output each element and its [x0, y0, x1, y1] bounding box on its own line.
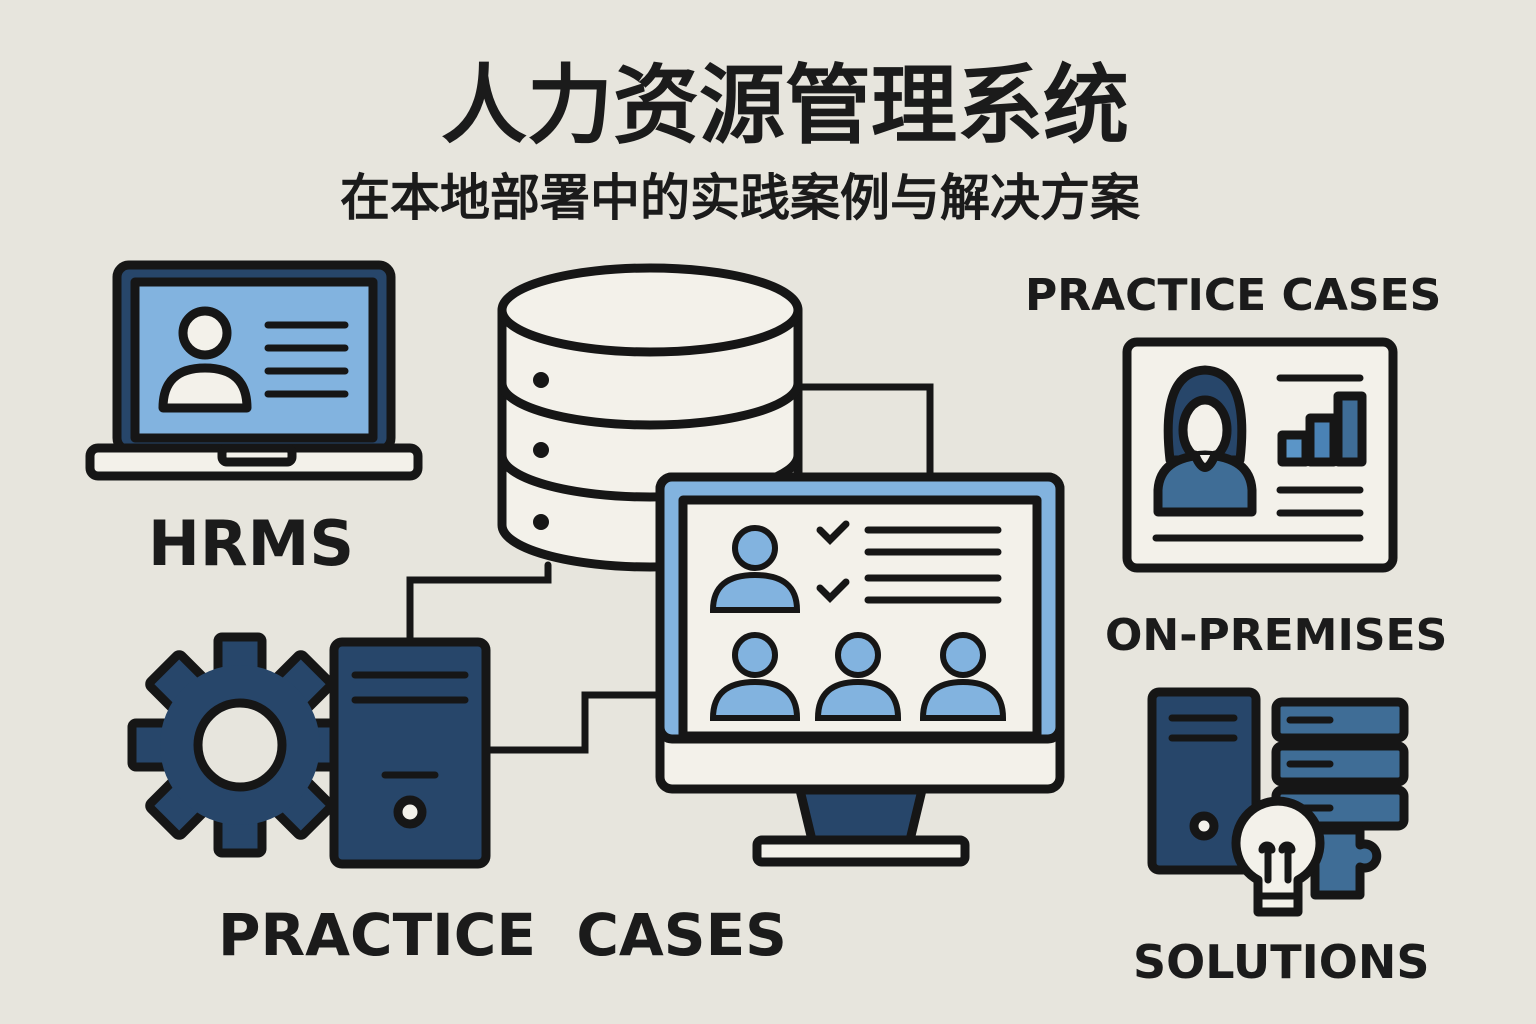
puzzle-icon [1310, 825, 1382, 900]
on-premises-label: ON-PREMISES [1105, 610, 1447, 661]
practice-cases-top-label: PRACTICE CASES [1025, 270, 1441, 321]
profile-card-icon [1122, 337, 1398, 573]
gear-icon [127, 632, 353, 858]
hrms-label: HRMS [148, 507, 354, 580]
solutions-label: SOLUTIONS [1133, 935, 1429, 989]
main-title: 人力资源管理系统 [441, 56, 1129, 156]
subtitle: 在本地部署中的实践案例与解决方案 [340, 169, 1141, 227]
practice-cases-bottom-label: PRACTICE CASES [218, 901, 787, 969]
server-tower-icon [329, 637, 491, 869]
monitor-icon [655, 472, 1065, 867]
user-avatars [709, 525, 1007, 721]
check-icon [816, 520, 850, 603]
solutions-icon-cluster [1147, 687, 1409, 917]
lightbulb-icon [1231, 796, 1325, 917]
connector-lines [406, 383, 934, 754]
laptop-icon [85, 260, 423, 481]
